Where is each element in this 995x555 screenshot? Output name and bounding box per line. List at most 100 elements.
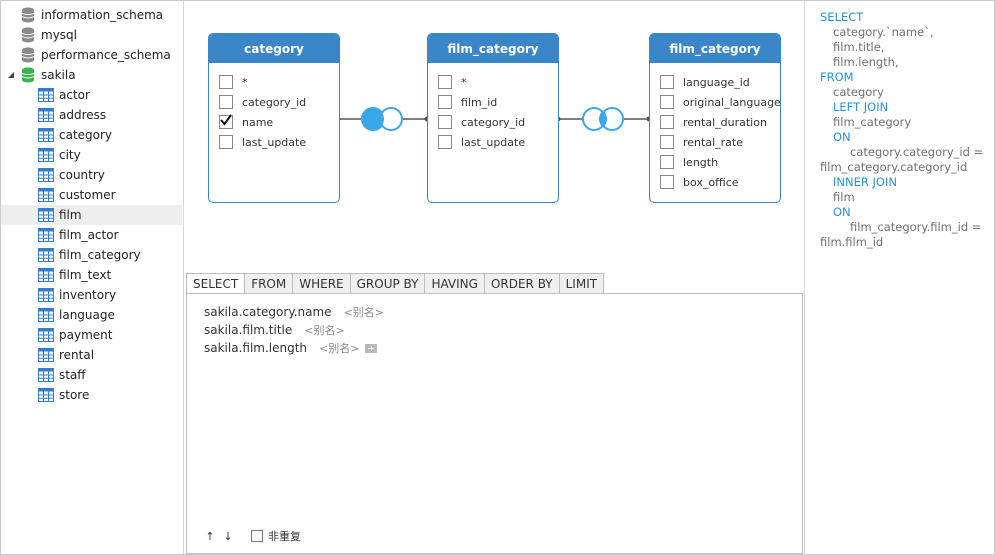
tree-table-store[interactable]: store — [1, 385, 182, 405]
tab-group-by[interactable]: GROUP BY — [350, 273, 426, 294]
table-card-title[interactable]: film_category — [650, 34, 780, 63]
tree-database-information-schema[interactable]: information_schema — [1, 5, 202, 25]
tree-table-address[interactable]: address — [1, 105, 182, 125]
tree-table-film-actor[interactable]: film_actor — [1, 225, 182, 245]
tree-table-staff[interactable]: staff — [1, 365, 182, 385]
inner-join-icon[interactable] — [582, 107, 624, 131]
table-icon — [38, 128, 54, 142]
select-column[interactable]: sakila.film.length — [204, 341, 308, 355]
sql-text: category.category_id = — [850, 145, 984, 159]
tree-database-mysql[interactable]: mysql — [1, 25, 202, 45]
table-field[interactable]: last_update — [219, 132, 306, 152]
table-icon — [38, 228, 54, 242]
field-checkbox[interactable] — [438, 135, 452, 149]
tree-table-customer[interactable]: customer — [1, 185, 182, 205]
tree-table-actor[interactable]: actor — [1, 85, 182, 105]
tree-table-rental[interactable]: rental — [1, 345, 182, 365]
table-field[interactable]: film_id — [438, 92, 497, 112]
tree-item-label: category — [59, 128, 113, 142]
field-checkbox[interactable] — [219, 75, 233, 89]
move-up-icon[interactable]: ↑ — [205, 529, 215, 543]
table-field[interactable]: original_language_id — [660, 92, 780, 112]
tree-table-film-text[interactable]: film_text — [1, 265, 182, 285]
tree-table-category[interactable]: category — [1, 125, 182, 145]
table-field[interactable]: category_id — [219, 92, 306, 112]
sql-text: film.film_id — [820, 235, 884, 249]
distinct-checkbox[interactable] — [251, 530, 263, 542]
tab-where[interactable]: WHERE — [293, 273, 351, 294]
tab-select[interactable]: SELECT — [186, 273, 246, 294]
field-checkbox[interactable] — [219, 95, 233, 109]
tree-database-performance-schema[interactable]: performance_schema — [1, 45, 202, 65]
sql-keyword: ON — [833, 130, 851, 144]
select-clause-editor[interactable]: sakila.category.name <别名> sakila.film.ti… — [186, 293, 803, 554]
field-checkbox[interactable] — [660, 155, 674, 169]
table-field[interactable]: rental_rate — [660, 132, 743, 152]
alias-placeholder[interactable]: <别名> — [304, 324, 345, 337]
field-name: language_id — [683, 75, 750, 89]
table-field[interactable]: length — [660, 152, 718, 172]
join-links — [335, 107, 652, 131]
alias-placeholder[interactable]: <别名> — [319, 342, 360, 355]
field-checkbox[interactable] — [438, 95, 452, 109]
table-icon — [38, 268, 54, 282]
field-name: category_id — [242, 95, 307, 109]
table-card-title[interactable]: film_category — [428, 34, 558, 63]
field-checkbox[interactable] — [660, 115, 674, 129]
table-field[interactable]: box_office — [660, 172, 739, 192]
move-down-icon[interactable]: ↓ — [223, 529, 233, 543]
left-join-icon[interactable] — [361, 107, 403, 131]
alias-placeholder[interactable]: <别名> — [343, 306, 384, 319]
sql-keyword: INNER JOIN — [833, 175, 897, 189]
table-field[interactable]: last_update — [438, 132, 525, 152]
tree-table-film[interactable]: film — [1, 205, 182, 225]
field-checkbox[interactable] — [660, 135, 674, 149]
tree-table-payment[interactable]: payment — [1, 325, 182, 345]
table-field[interactable]: category_id — [438, 112, 525, 132]
table-field[interactable]: language_id — [660, 72, 750, 92]
field-checkbox[interactable] — [660, 95, 674, 109]
table-field[interactable]: rental_duration — [660, 112, 767, 132]
sql-text: category — [833, 85, 884, 99]
tree-database-sakila[interactable]: sakila — [1, 65, 202, 85]
field-checkbox[interactable] — [660, 75, 674, 89]
tree-table-inventory[interactable]: inventory — [1, 285, 182, 305]
field-checkbox[interactable] — [660, 175, 674, 189]
table-icon — [38, 308, 54, 322]
table-field[interactable]: name — [219, 112, 273, 132]
tab-having[interactable]: HAVING — [425, 273, 485, 294]
tab-limit[interactable]: LIMIT — [559, 273, 605, 294]
tab-from[interactable]: FROM — [245, 273, 294, 294]
tree-table-film-category[interactable]: film_category — [1, 245, 182, 265]
select-row[interactable]: sakila.category.name <别名> — [204, 303, 384, 321]
table-field[interactable]: * — [438, 72, 467, 92]
tree-table-language[interactable]: language — [1, 305, 182, 325]
field-checkbox[interactable] — [438, 115, 452, 129]
expand-arrow-icon[interactable] — [6, 70, 16, 80]
tree-item-label: city — [59, 148, 81, 162]
select-row[interactable]: sakila.film.title <别名> — [204, 321, 345, 339]
tree-table-country[interactable]: country — [1, 165, 182, 185]
tab-order-by[interactable]: ORDER BY — [484, 273, 560, 294]
select-column[interactable]: sakila.category.name — [204, 305, 332, 319]
sql-keyword: LEFT JOIN — [833, 100, 889, 114]
field-name: film_id — [461, 95, 498, 109]
tree-item-label: staff — [59, 368, 86, 382]
add-column-icon[interactable] — [365, 343, 378, 353]
field-checkbox-checked[interactable] — [219, 114, 233, 129]
field-checkbox[interactable] — [219, 135, 233, 149]
table-card-title[interactable]: category — [209, 34, 339, 63]
table-card-film[interactable]: film_category language_id original_langua… — [649, 33, 781, 203]
select-column[interactable]: sakila.film.title — [204, 323, 293, 337]
tree-item-label: country — [59, 168, 105, 182]
field-checkbox[interactable] — [438, 75, 452, 89]
table-field[interactable]: * — [219, 72, 248, 92]
field-name: length — [683, 155, 719, 169]
table-icon — [38, 148, 54, 162]
tree-table-city[interactable]: city — [1, 145, 182, 165]
select-row[interactable]: sakila.film.length <别名> — [204, 339, 378, 357]
